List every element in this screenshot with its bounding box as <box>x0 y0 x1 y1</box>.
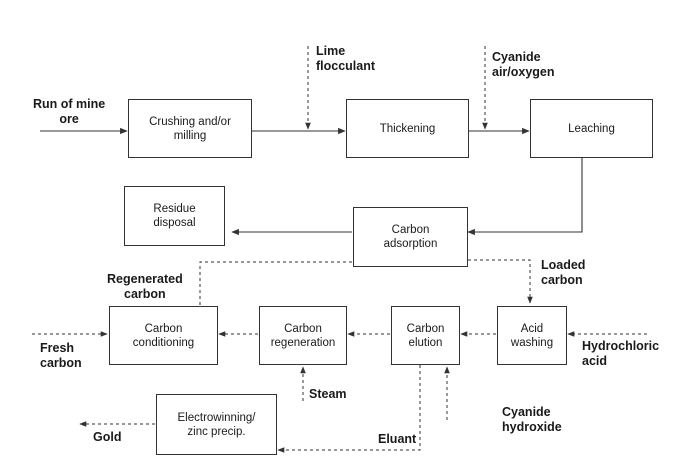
label-cyanide-air-oxygen: Cyanide air/oxygen <box>492 50 555 79</box>
label-cyanide-hydroxide: Cyanide hydroxide <box>502 405 562 434</box>
label-run-of-mine-ore: Run of mine ore <box>33 97 106 126</box>
box-leaching: Leaching <box>530 99 653 158</box>
box-residue-disposal: Residue disposal <box>124 186 225 246</box>
label-fresh-carbon: Fresh carbon <box>40 341 82 370</box>
arrow-regenerated-carbon-return <box>199 261 352 305</box>
label-steam: Steam <box>309 387 347 401</box>
label-regenerated-carbon: Regenerated carbon <box>107 272 183 301</box>
box-electrowinning: Electrowinning/ zinc precip. <box>156 394 277 455</box>
box-carbon-adsorption: Carbon adsorption <box>353 207 468 267</box>
box-carbon-conditioning: Carbon conditioning <box>109 306 218 365</box>
box-crushing: Crushing and/or milling <box>128 99 252 158</box>
arrow-leaching-to-adsorption <box>467 158 583 236</box>
label-hydrochloric-acid: Hydrochloric acid <box>582 339 660 368</box>
label-gold: Gold <box>93 430 122 444</box>
box-thickening: Thickening <box>346 99 469 158</box>
label-loaded-carbon: Loaded carbon <box>541 258 586 287</box>
box-carbon-regeneration: Carbon regeneration <box>259 306 347 365</box>
arrow-eluant-to-electrowinning <box>277 365 421 453</box>
label-eluant: Eluant <box>378 432 417 446</box>
label-lime-flocculant: Lime flocculant <box>316 44 376 73</box>
box-carbon-elution: Carbon elution <box>391 306 460 365</box>
box-acid-washing: Acid washing <box>497 306 567 365</box>
arrow-adsorption-to-acid-washing <box>468 259 533 304</box>
